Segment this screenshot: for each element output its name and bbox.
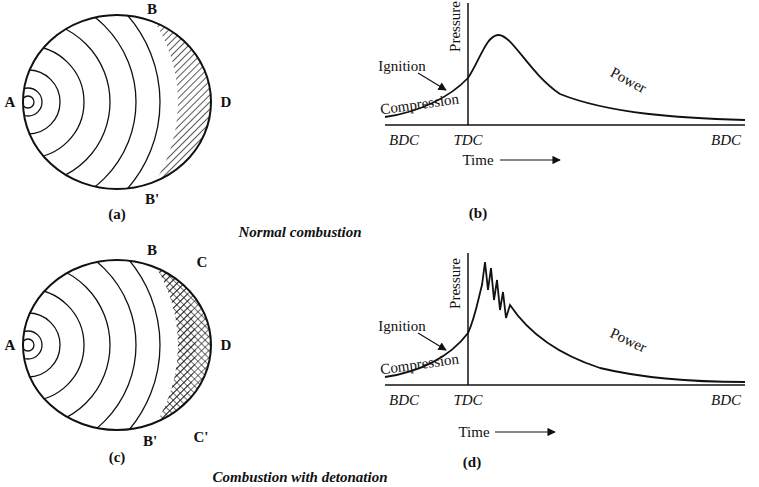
point-label: C' <box>194 430 209 445</box>
figure-label: (d) <box>463 455 481 470</box>
combustion-chamber <box>0 0 220 252</box>
flame-front <box>0 0 136 210</box>
figure-label: (b) <box>469 206 487 221</box>
phase-label: Power <box>608 64 649 95</box>
point-label: B <box>147 243 157 258</box>
point-label: D <box>221 95 232 110</box>
caption: Normal combustion <box>239 225 362 240</box>
point-label: B' <box>143 434 157 449</box>
axis-note: Ignition <box>378 59 426 74</box>
flame-front <box>14 331 42 359</box>
axis-title: Pressure <box>447 258 462 309</box>
axis-title: Pressure <box>447 1 462 52</box>
point-label: A <box>5 95 16 110</box>
phase-label: Compression <box>380 351 460 377</box>
figure-label: (a) <box>108 207 126 222</box>
pressure-graph <box>385 253 745 432</box>
flame-front <box>0 263 110 427</box>
combustion-chamber <box>0 177 220 487</box>
figure-label: (c) <box>109 450 126 465</box>
flame-front <box>0 289 84 401</box>
flame-front <box>0 237 136 453</box>
axis-title: Time <box>458 425 489 440</box>
point-label: A <box>5 338 16 353</box>
flame-front <box>0 46 84 158</box>
axis-tick: TDC <box>453 133 482 148</box>
flame-front <box>0 20 110 184</box>
flame-front <box>0 70 60 134</box>
axis-title: Time <box>462 153 493 168</box>
flame-front <box>14 88 42 116</box>
point-label: C <box>197 255 208 270</box>
point-label: B' <box>145 192 159 207</box>
point-label: D <box>221 338 232 353</box>
axis-tick: BDC <box>389 133 419 148</box>
phase-label: Power <box>607 325 648 355</box>
axis-note: Ignition <box>378 319 426 334</box>
phase-label: Compression <box>380 91 460 117</box>
caption: Combustion with detonation <box>212 470 387 485</box>
point-label: B <box>147 2 157 17</box>
axis-tick: BDC <box>711 133 741 148</box>
flame-front <box>0 313 60 377</box>
pressure-graph <box>385 3 745 160</box>
axis-tick: BDC <box>389 393 419 408</box>
axis-tick: BDC <box>711 393 741 408</box>
axis-tick: TDC <box>453 393 482 408</box>
